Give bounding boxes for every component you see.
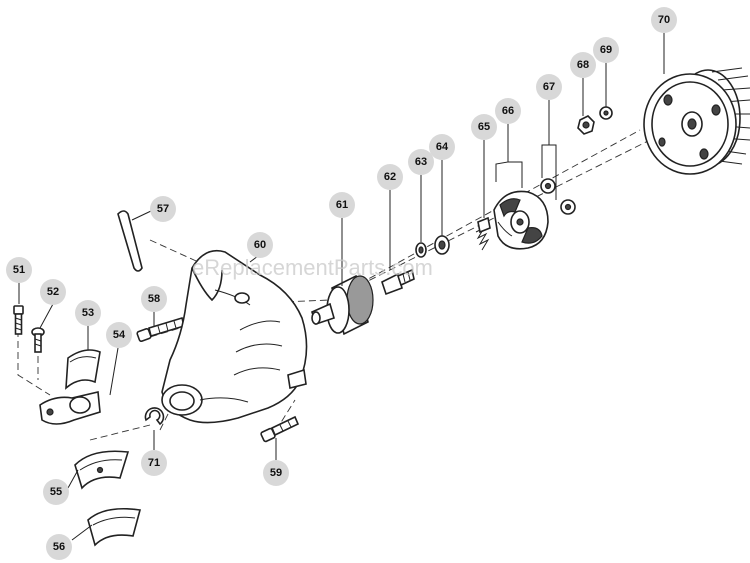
callout-55-label: 55 (50, 486, 62, 498)
part-55-grip-half (74, 450, 130, 490)
part-68-nut (577, 115, 595, 135)
part-58-bolt (136, 316, 185, 342)
callout-56[interactable]: 56 (46, 534, 72, 560)
watermark: eReplacementParts.com (192, 255, 433, 280)
part-51-bolt (13, 305, 24, 335)
callout-66[interactable]: 66 (495, 98, 521, 124)
part-67-washers (540, 178, 576, 215)
callout-63[interactable]: 63 (408, 149, 434, 175)
callout-64-label: 64 (436, 141, 449, 153)
part-59-bolt (260, 415, 300, 443)
callout-59[interactable]: 59 (263, 460, 289, 486)
callout-57[interactable]: 57 (150, 196, 176, 222)
callout-54-label: 54 (113, 329, 126, 341)
part-64-washer (434, 235, 450, 255)
callout-57-label: 57 (157, 203, 169, 215)
leader-lines (18, 33, 665, 541)
part-71-circlip (144, 407, 165, 426)
part-53-clamp-half (65, 349, 101, 390)
callout-70-label: 70 (658, 14, 670, 26)
part-70-flywheel (643, 67, 750, 175)
callout-67[interactable]: 67 (536, 74, 562, 100)
callout-69[interactable]: 69 (593, 37, 619, 63)
callout-62-label: 62 (384, 171, 396, 183)
callout-58[interactable]: 58 (141, 286, 167, 312)
part-61-clutch-drum (311, 274, 374, 336)
callout-68-label: 68 (577, 59, 589, 71)
part-65-spring (475, 216, 491, 251)
callout-60-label: 60 (254, 239, 266, 251)
callout-59-label: 59 (270, 467, 282, 479)
callout-64[interactable]: 64 (429, 134, 455, 160)
callout-65[interactable]: 65 (471, 114, 497, 140)
part-56-grip-half (87, 507, 142, 547)
callout-52-label: 52 (47, 286, 59, 298)
callout-53[interactable]: 53 (75, 300, 101, 326)
part-52-screw (31, 327, 45, 353)
callout-66-label: 66 (502, 105, 514, 117)
part-54-clamp (39, 391, 101, 425)
part-69-washer (599, 106, 613, 120)
callout-53-label: 53 (82, 307, 94, 319)
callout-69-label: 69 (600, 44, 612, 56)
part-60-clutch-housing (161, 249, 308, 424)
callout-55[interactable]: 55 (43, 479, 69, 505)
callout-67-label: 67 (543, 81, 555, 93)
callout-51[interactable]: 51 (6, 257, 32, 283)
part-63-washer (415, 242, 427, 258)
callout-71-label: 71 (148, 457, 160, 469)
callout-65-label: 65 (478, 121, 490, 133)
callout-51-label: 51 (13, 264, 25, 276)
callout-56-label: 56 (53, 541, 65, 553)
part-66-clutch-shoe-assembly (493, 190, 549, 250)
callout-58-label: 58 (148, 293, 160, 305)
callout-62[interactable]: 62 (377, 164, 403, 190)
part-57-gasket (117, 210, 143, 272)
callout-61[interactable]: 61 (329, 192, 355, 218)
callout-71[interactable]: 71 (141, 450, 167, 476)
callout-52[interactable]: 52 (40, 279, 66, 305)
callout-70[interactable]: 70 (651, 7, 677, 33)
callout-61-label: 61 (336, 199, 348, 211)
callout-54[interactable]: 54 (106, 322, 132, 348)
part-62-bolt (381, 268, 415, 296)
callout-63-label: 63 (415, 156, 427, 168)
callout-60[interactable]: 60 (247, 232, 273, 258)
callout-68[interactable]: 68 (570, 52, 596, 78)
